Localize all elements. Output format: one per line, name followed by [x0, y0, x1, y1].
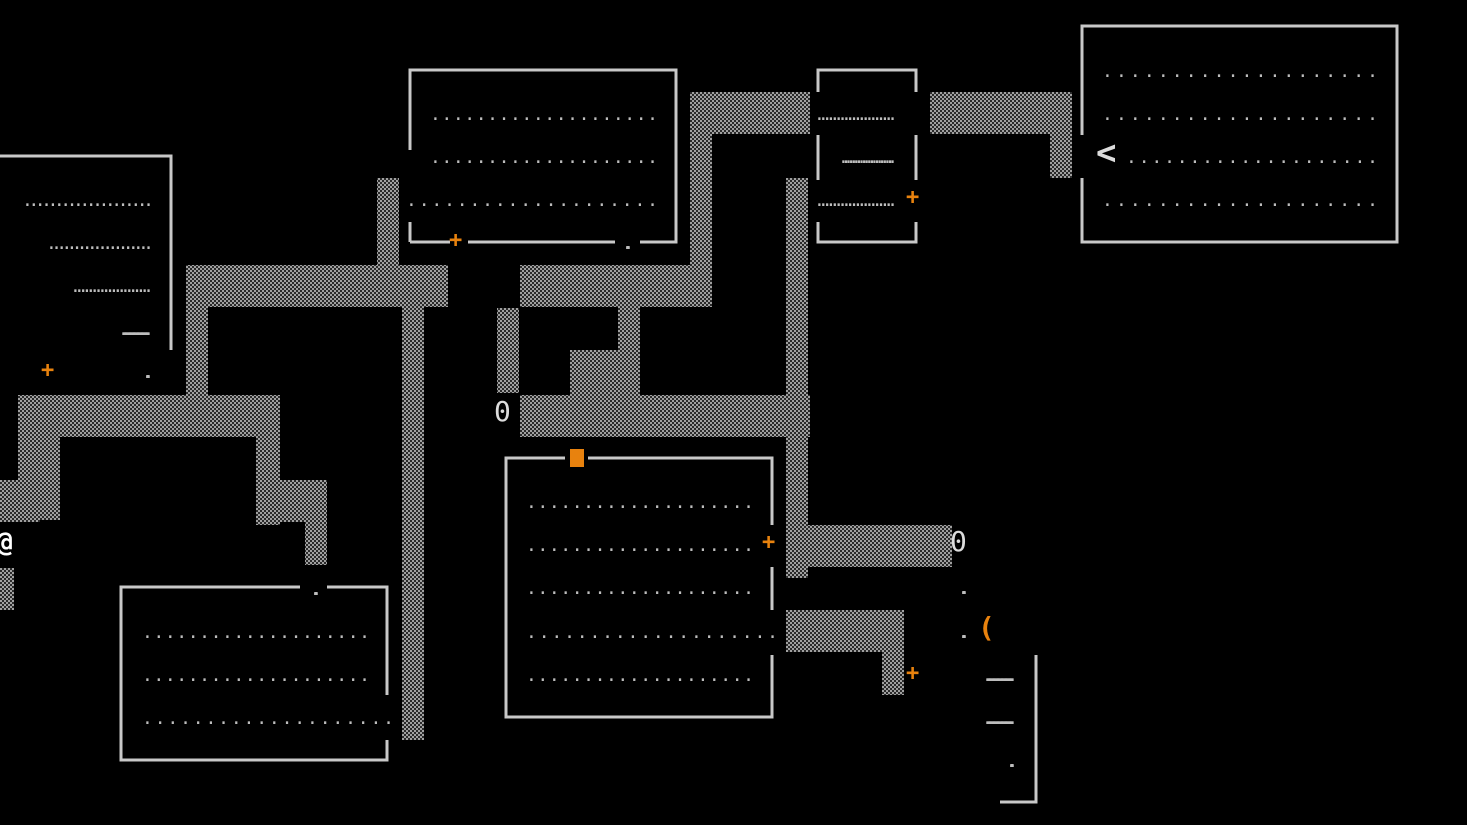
- floor-row: . . . . . . . . . . . . . . . . . . . .: [814, 190, 898, 211]
- floor-row: . . . . . . . . . . . . . . . . . . . .: [142, 362, 154, 383]
- room-top-center-wall: [408, 68, 678, 244]
- floor-row: . . . . . . . . . . . . . . . . . . . .: [526, 578, 754, 599]
- corridor: [930, 92, 1072, 134]
- corridor: [186, 265, 208, 395]
- closed-door-icon[interactable]: [570, 449, 584, 467]
- floor-row: . . . . . . . . . . . . . . . . . . . .: [622, 233, 634, 254]
- corridors: [0, 92, 1072, 740]
- corridor: [377, 178, 399, 278]
- corridor: [690, 92, 810, 134]
- corridor: [882, 610, 904, 695]
- floor-row: . . . . . . . . . . . . . . . . . . . .: [142, 622, 370, 643]
- floor-row: . . . . . . . . . . . . . . . . . . . .: [1006, 751, 1018, 772]
- boulder-icon[interactable]: 0: [950, 525, 967, 558]
- floor-row: . . . . . . . . . . . . . . . . . . . .: [142, 665, 370, 686]
- corridor: [497, 308, 519, 393]
- corridor: [402, 300, 424, 740]
- corridor: [1050, 120, 1072, 178]
- room-small-top-wall: [816, 68, 918, 92]
- corridor: [0, 568, 14, 610]
- floor-row: . . . . . . . . . . . . . . . . . . . .: [1126, 147, 1378, 168]
- corridor: [0, 480, 40, 522]
- corridor: [520, 395, 810, 437]
- floor-row: . . . . . . . . . . . . . . . . . . . .: [526, 492, 754, 513]
- room-walls: [0, 24, 1399, 804]
- floor-row: . . . . . . . . . . . . . . . . . . . .: [310, 579, 322, 600]
- room-small-top-wall: [816, 222, 918, 244]
- floor-row: . . . . . . . . . . . . . . . . . . . .: [46, 233, 154, 254]
- corridor: [570, 350, 640, 400]
- floor-row: . . . . . . . . . . . . . . . . . . . .: [982, 665, 1018, 686]
- floor-row: . . . . . . . . . . . . . . . . . . . .: [1102, 104, 1378, 125]
- floor-row: . . . . . . . . . . . . . . . . . . . .: [838, 147, 898, 168]
- room-left-wall: [0, 154, 173, 350]
- floor-row: . . . . . . . . . . . . . . . . . . . .: [526, 535, 754, 556]
- room-floors: . . . . . . . . . . . . . . . . . . . . …: [22, 61, 1378, 772]
- corridor: [786, 525, 952, 567]
- room-bottom-left-wall: [327, 585, 389, 695]
- floor-row: . . . . . . . . . . . . . . . . . . . .: [118, 319, 154, 340]
- floor-row: . . . . . . . . . . . . . . . . . . . .: [22, 190, 154, 211]
- floor-row: . . . . . . . . . . . . . . . . . . . .: [142, 708, 394, 729]
- corridor: [690, 92, 712, 307]
- upstair-icon[interactable]: <: [1096, 133, 1117, 173]
- corridor: [520, 265, 712, 307]
- floor-row: . . . . . . . . . . . . . . . . . . . .: [1102, 190, 1378, 211]
- floor-row: . . . . . . . . . . . . . . . . . . . .: [958, 622, 970, 643]
- room-top-right-wall: [1080, 24, 1399, 244]
- room-bottom-right-wall: [1000, 655, 1038, 804]
- floor-row: . . . . . . . . . . . . . . . . . . . .: [526, 622, 778, 643]
- corridor: [18, 395, 280, 437]
- floor-row: . . . . . . . . . . . . . . . . . . . .: [70, 276, 154, 297]
- open-door-icon[interactable]: +: [906, 185, 920, 210]
- corridor: [786, 178, 808, 578]
- floor-row: . . . . . . . . . . . . . . . . . . . .: [1102, 61, 1378, 82]
- weapon-item-icon[interactable]: (: [978, 611, 995, 644]
- room-bottom-center-wall: [588, 456, 774, 525]
- open-door-icon[interactable]: +: [762, 530, 776, 555]
- player-icon: @: [0, 528, 13, 556]
- floor-row: . . . . . . . . . . . . . . . . . . . .: [958, 578, 970, 599]
- room-bottom-center-wall: [504, 456, 774, 719]
- floor-row: . . . . . . . . . . . . . . . . . . . .: [406, 190, 658, 211]
- corridor: [305, 480, 327, 565]
- floor-row: . . . . . . . . . . . . . . . . . . . .: [982, 708, 1018, 729]
- room-bottom-left-wall: [119, 585, 389, 762]
- boulder-icon[interactable]: 0: [494, 395, 511, 428]
- open-door-icon[interactable]: +: [449, 228, 463, 253]
- open-door-icon[interactable]: +: [906, 661, 920, 686]
- floor-row: . . . . . . . . . . . . . . . . . . . .: [814, 104, 898, 125]
- floor-row: . . . . . . . . . . . . . . . . . . . .: [430, 147, 658, 168]
- open-door-icon[interactable]: +: [41, 358, 55, 383]
- floor-row: . . . . . . . . . . . . . . . . . . . .: [526, 665, 754, 686]
- floor-row: . . . . . . . . . . . . . . . . . . . .: [430, 104, 658, 125]
